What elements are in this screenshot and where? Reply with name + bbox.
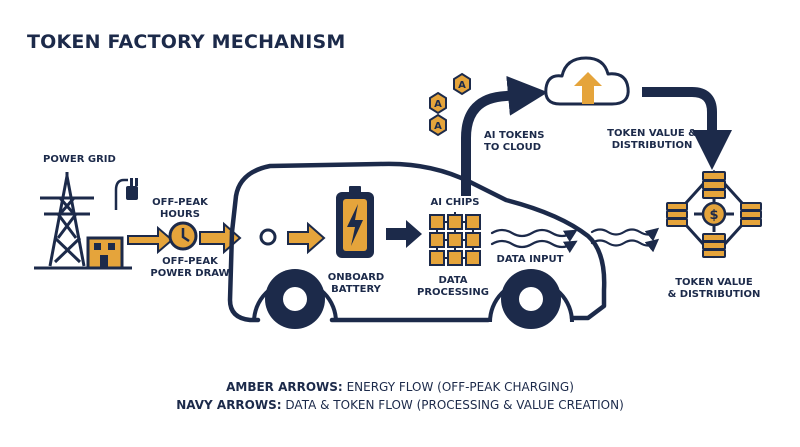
charge-port-icon <box>259 228 277 246</box>
svg-text:$: $ <box>709 208 718 223</box>
off-peak-draw-label-2: POWER DRAW <box>150 268 229 279</box>
token-value-dist-bottom-label-2: & DISTRIBUTION <box>668 289 761 300</box>
plug-icon <box>114 178 138 210</box>
car-outline <box>227 161 607 323</box>
substation-building-icon <box>86 236 124 270</box>
legend-amber-text: ENERGY FLOW (OFF-PEAK CHARGING) <box>346 380 574 394</box>
tokens-to-cloud-arrow <box>461 75 548 196</box>
front-wheel <box>488 269 574 329</box>
clock-icon <box>168 221 198 251</box>
off-peak-hours-label-1: OFF-PEAK <box>152 197 209 208</box>
legend-energy-flow: AMBER ARROWS: ENERGY FLOW (OFF-PEAK CHAR… <box>0 380 800 394</box>
data-arrow-1 <box>386 220 422 248</box>
legend-navy-key: NAVY ARROWS: <box>176 398 282 412</box>
page-title: TOKEN FACTORY MECHANISM <box>27 31 345 53</box>
transmission-tower-icon <box>40 172 94 267</box>
onboard-battery-label-2: BATTERY <box>331 284 381 295</box>
token-hexagon-icon: A <box>429 91 447 115</box>
legend-data-flow: NAVY ARROWS: DATA & TOKEN FLOW (PROCESSI… <box>0 398 800 412</box>
token-value-dist-top-label-2: DISTRIBUTION <box>612 140 693 151</box>
legend-navy-text: DATA & TOKEN FLOW (PROCESSING & VALUE CR… <box>285 398 624 412</box>
svg-text:A: A <box>458 80 466 91</box>
server-stack-icon <box>702 171 726 199</box>
onboard-battery-label-1: ONBOARD <box>328 272 384 283</box>
token-hexagon-icon: A <box>429 113 447 137</box>
token-hexagon-icon: A <box>453 72 471 96</box>
off-peak-hours-label-2: HOURS <box>160 209 200 220</box>
power-grid-label: POWER GRID <box>43 154 116 165</box>
ai-chips-icon <box>429 212 481 266</box>
ai-chips-label: AI CHIPS <box>431 197 480 208</box>
distribution-network-icon: $ <box>666 169 762 259</box>
data-input-label: DATA INPUT <box>497 254 564 265</box>
svg-text:A: A <box>434 121 442 132</box>
cloud-icon <box>544 56 630 106</box>
off-peak-draw-label-1: OFF-PEAK <box>162 256 219 267</box>
legend-amber-key: AMBER ARROWS: <box>226 380 343 394</box>
server-stack-icon <box>666 202 688 227</box>
dollar-coin-icon: $ <box>701 201 727 227</box>
data-processing-label-1: DATA <box>438 275 467 286</box>
energy-arrow-3 <box>287 221 326 255</box>
server-stack-icon <box>702 233 726 258</box>
ai-tokens-cloud-label-2: TO CLOUD <box>484 142 541 153</box>
token-value-dist-top-label-1: TOKEN VALUE & <box>607 128 697 139</box>
server-stack-icon <box>740 202 762 227</box>
cloud-to-distribution-arrow <box>642 87 732 170</box>
rear-wheel <box>252 269 338 329</box>
svg-text:A: A <box>434 99 442 110</box>
ai-tokens-cloud-label-1: AI TOKENS <box>484 130 544 141</box>
energy-arrow-1 <box>127 225 174 255</box>
data-processing-label-2: PROCESSING <box>417 287 489 298</box>
data-input-waves <box>490 227 660 254</box>
token-value-dist-bottom-label-1: TOKEN VALUE <box>675 277 753 288</box>
battery-icon <box>336 186 374 258</box>
